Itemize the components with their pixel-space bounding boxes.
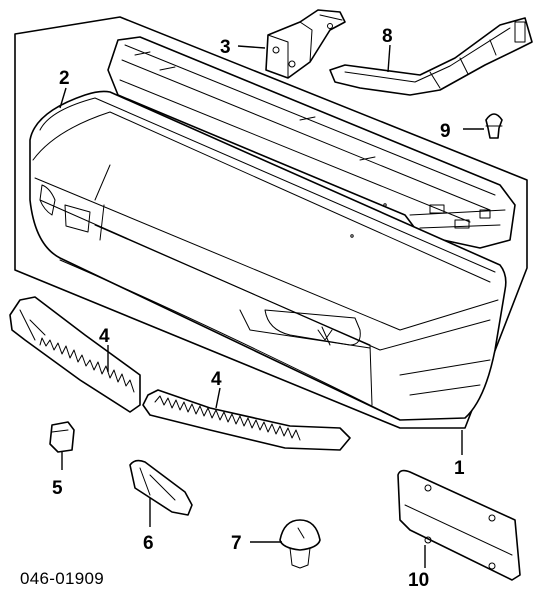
callout-6: 6: [143, 533, 154, 554]
clip-9: [485, 113, 503, 139]
leader-lines: [59, 44, 484, 568]
callout-10: 10: [408, 570, 429, 591]
callout-8: 8: [382, 26, 393, 47]
callout-2: 2: [59, 68, 70, 89]
lower-molding-right: [142, 389, 351, 451]
callout-1: 1: [454, 458, 465, 479]
end-cap: [49, 421, 75, 453]
push-clip: [279, 519, 321, 569]
lower-panel: [397, 469, 521, 581]
drawing-code: 046-01909: [20, 569, 104, 588]
mounting-bracket: [265, 9, 346, 79]
callout-3: 3: [220, 37, 231, 58]
side-bracket: [329, 17, 533, 96]
bumper-reinforcement-beam: [107, 36, 516, 249]
bumper-cover: [29, 90, 507, 421]
lower-molding-left: [9, 296, 141, 413]
side-molding-piece: [129, 459, 193, 516]
callout-4-right: 4: [211, 369, 222, 390]
callout-5: 5: [52, 478, 63, 499]
callout-7: 7: [231, 533, 242, 554]
callout-9: 9: [440, 121, 451, 142]
callout-4-left: 4: [99, 326, 110, 347]
